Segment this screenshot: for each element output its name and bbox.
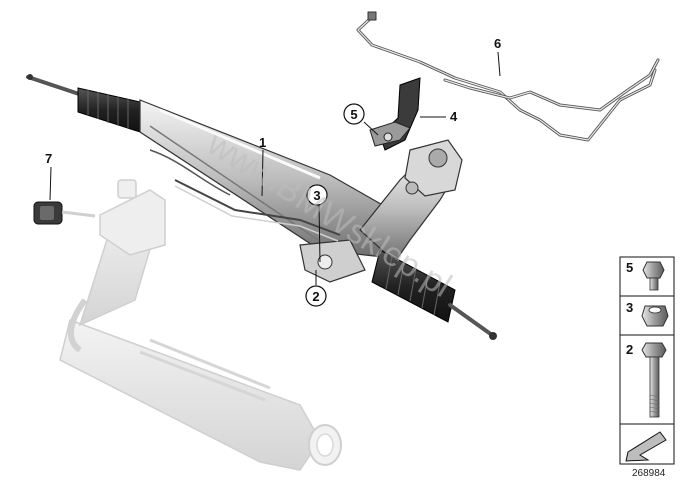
hydraulic-line: [356, 11, 660, 142]
callout-2: 2: [312, 289, 319, 304]
callout-5-circle: [343, 103, 365, 125]
legend-label-3: 3: [626, 300, 633, 315]
callout-5: 5: [350, 107, 357, 122]
bolt-short-icon: [642, 261, 665, 291]
callout-4: 4: [450, 109, 458, 124]
arrow-icon: [625, 431, 667, 462]
bracket-part: [369, 77, 421, 151]
callout-1: 1: [259, 135, 266, 150]
ghost-steering-gear: [59, 179, 342, 471]
callout-7: 7: [45, 151, 52, 166]
sensor-part: [33, 201, 96, 225]
legend-panel: 5 3 2: [619, 256, 675, 465]
callouts: 1 3 2 5 4 6 7: [45, 36, 501, 307]
callout-6: 6: [494, 36, 501, 51]
nut-icon: [641, 305, 669, 327]
legend-label-2: 2: [626, 342, 633, 357]
callout-3: 3: [313, 188, 320, 203]
document-number: 268984: [632, 468, 666, 479]
leader-lines: [49, 51, 501, 285]
bolt-long-icon: [641, 342, 667, 418]
steering-rack: [26, 74, 497, 340]
legend-label-5: 5: [626, 260, 633, 275]
callout-3-circle: [306, 184, 328, 206]
callout-2-circle: [305, 285, 327, 307]
